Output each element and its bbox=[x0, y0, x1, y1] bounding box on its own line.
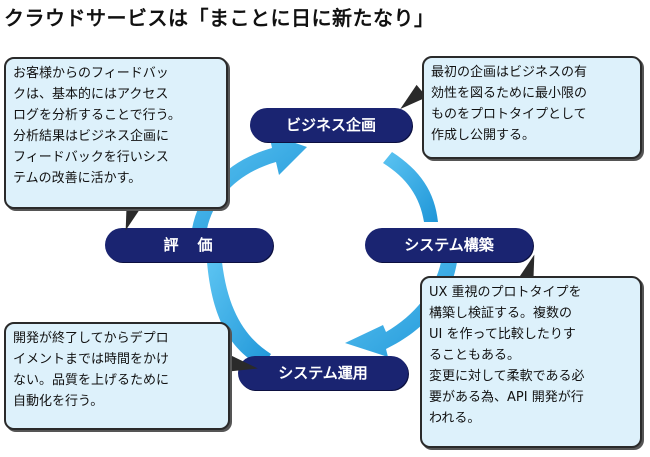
note-operation: 開発が終了してからデプロ イメントまでは時間をかけ ない。品質を上げるために 自… bbox=[4, 322, 230, 430]
note-planning: 最初の企画はビジネスの有 効性を図るために最小限の ものをプロトタイプとして 作… bbox=[422, 56, 642, 159]
arrow-operation-to-evaluation bbox=[207, 262, 271, 367]
arrow-planning-to-build bbox=[383, 152, 438, 222]
stage-system-operation: システム運用 bbox=[238, 356, 408, 390]
arrow-build-to-operation bbox=[345, 262, 457, 357]
stage-system-build: システム構築 bbox=[365, 228, 533, 262]
arrow-evaluation-to-planning bbox=[192, 134, 307, 229]
page-title: クラウドサービスは「まことに日に新たなり」 bbox=[4, 6, 435, 30]
stage-business-planning: ビジネス企画 bbox=[250, 108, 412, 142]
note-feedback: お客様からのフィードバッ クは、基本的にはアクセス ログを分析することで行う。 … bbox=[4, 57, 228, 209]
stage-evaluation: 評 価 bbox=[105, 228, 273, 262]
note-build: UX 重視のプロトタイプを 構築し検証する。複数の UI を作って比較したりす … bbox=[420, 276, 642, 448]
